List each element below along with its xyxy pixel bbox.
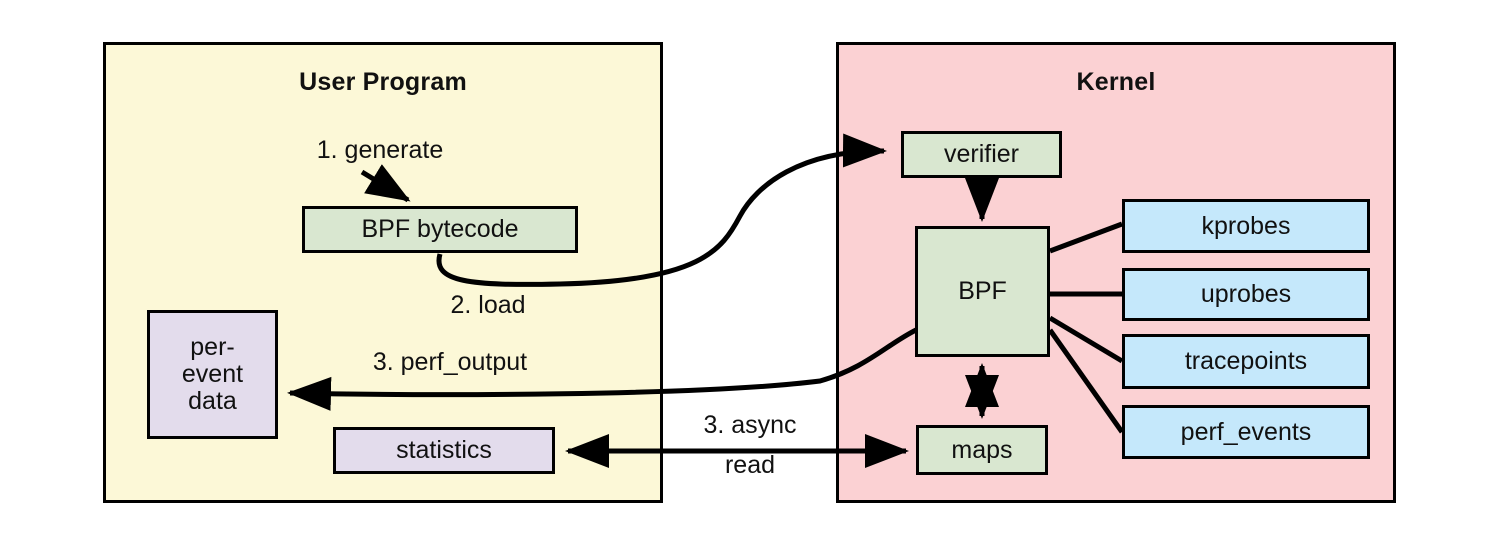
node-bpf-bytecode[interactable]: BPF bytecode bbox=[302, 206, 578, 253]
label-generate: 1. generate bbox=[316, 136, 444, 164]
node-per-event-data-line-3: data bbox=[188, 387, 237, 415]
node-verifier[interactable]: verifier bbox=[901, 131, 1062, 178]
panel-kernel-title: Kernel bbox=[1076, 68, 1156, 96]
node-per-event-data[interactable]: per- event data bbox=[147, 310, 278, 439]
node-kprobes[interactable]: kprobes bbox=[1122, 199, 1370, 253]
label-load: 2. load bbox=[450, 291, 526, 319]
label-async: 3. async bbox=[703, 411, 797, 439]
node-tracepoints[interactable]: tracepoints bbox=[1122, 334, 1370, 389]
node-statistics[interactable]: statistics bbox=[333, 427, 555, 474]
node-maps[interactable]: maps bbox=[916, 425, 1048, 475]
panel-user-program-title: User Program bbox=[299, 68, 467, 96]
node-bpf[interactable]: BPF bbox=[915, 226, 1050, 357]
node-per-event-data-line-1: per- bbox=[190, 333, 235, 361]
node-per-event-data-line-2: event bbox=[181, 360, 244, 388]
node-perf-events[interactable]: perf_events bbox=[1122, 405, 1370, 459]
label-read: read bbox=[724, 451, 776, 479]
node-uprobes[interactable]: uprobes bbox=[1122, 268, 1370, 321]
label-perf-output: 3. perf_output bbox=[372, 348, 528, 376]
